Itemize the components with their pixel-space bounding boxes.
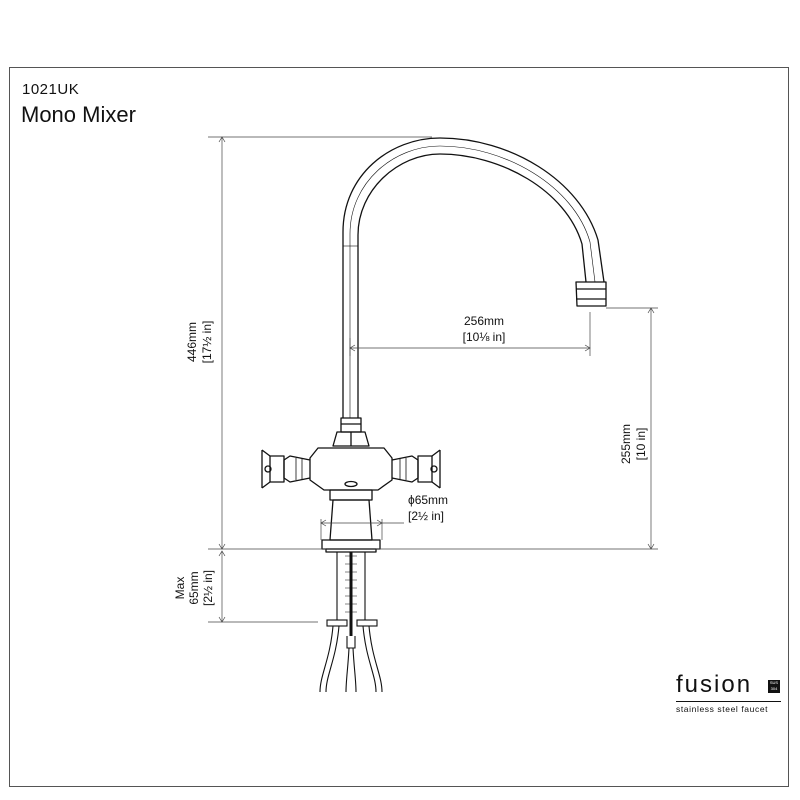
drawing-frame	[9, 67, 789, 787]
right-handle	[417, 455, 433, 483]
dim-total-height-mm: 446mm	[185, 322, 199, 362]
brand-name: fusion	[676, 671, 753, 698]
left-hose	[325, 625, 340, 693]
under-deck-assembly	[319, 552, 383, 693]
dim-spout-height: 255mm [10 in]	[619, 424, 648, 464]
dim-reach-inch: [10⅛ in]	[463, 330, 506, 344]
aerator	[575, 281, 607, 307]
dim-spout-height-mm: 255mm	[619, 424, 633, 464]
spout-outer	[342, 137, 605, 418]
brand-tagline: stainless steel faucet	[676, 701, 781, 714]
dim-reach-mm: 256mm	[464, 314, 504, 328]
dim-max-label: Max	[173, 577, 187, 600]
faucet-outline	[261, 137, 607, 553]
dim-spout-height-inch: [10 in]	[634, 428, 648, 461]
dim-max-mm: 65mm	[187, 571, 201, 604]
right-hose	[362, 625, 377, 693]
dimension-lines	[208, 136, 658, 623]
product-title: Mono Mixer	[21, 102, 136, 127]
base-flange	[321, 539, 381, 550]
model-code: 1021UK	[22, 81, 80, 98]
dim-diameter-inch: [2½ in]	[408, 509, 444, 523]
dim-max-inch: [2½ in]	[201, 570, 215, 606]
dim-total-height: 446mm [17½ in]	[185, 321, 214, 364]
brand-logo: fusion SUS 304 stainless steel faucet	[676, 673, 781, 714]
brand-badge: SUS 304	[768, 680, 780, 693]
central-body	[309, 447, 393, 491]
spout-inner	[357, 153, 587, 418]
left-handle	[269, 455, 285, 483]
base-column	[329, 499, 373, 541]
dim-max-deck: Max 65mm [2½ in]	[173, 570, 215, 606]
dim-total-height-inch: [17½ in]	[200, 321, 214, 364]
dim-diameter-mm: ϕ65mm	[408, 493, 448, 507]
